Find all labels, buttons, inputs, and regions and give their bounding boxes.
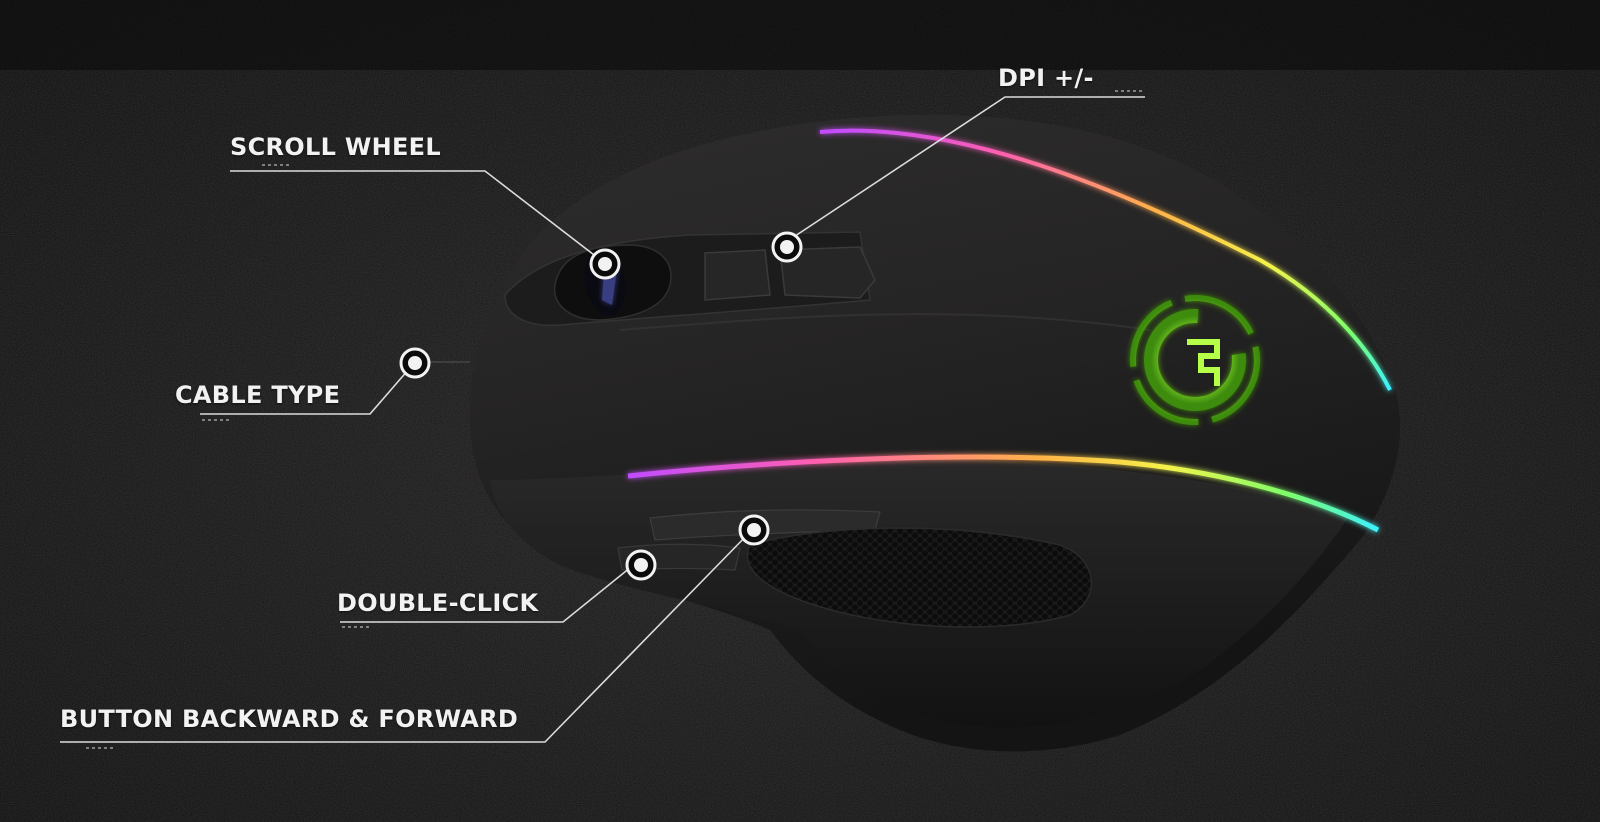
rgb-strip-side bbox=[627, 454, 1380, 533]
dpi-minus-button bbox=[704, 249, 771, 301]
callout-backward-forward: BUTTON BACKWARD & FORWARD bbox=[60, 705, 519, 733]
marker-backward-forward bbox=[738, 514, 770, 546]
leader-backward-forward bbox=[60, 529, 753, 743]
marker-cable-type bbox=[399, 347, 431, 379]
marker-scroll-wheel bbox=[589, 248, 621, 280]
leader-double-click bbox=[340, 562, 637, 623]
callout-scroll-wheel: SCROLL WHEEL bbox=[230, 133, 441, 161]
marker-dpi bbox=[771, 231, 803, 263]
callout-cable-type: CABLE TYPE bbox=[175, 381, 341, 409]
leader-scroll-wheel bbox=[230, 170, 599, 259]
rgb-strip-top bbox=[819, 128, 1392, 391]
leader-dpi bbox=[779, 96, 1145, 247]
callout-dpi: DPI +/- bbox=[998, 64, 1094, 92]
callout-double-click: DOUBLE-CLICK bbox=[337, 589, 539, 617]
callout-markers bbox=[399, 231, 803, 581]
dpi-plus-button bbox=[779, 246, 876, 299]
sport-logo-icon bbox=[1130, 295, 1260, 425]
leader-cable-type bbox=[200, 361, 416, 415]
leader-lines bbox=[60, 96, 1145, 743]
thumb-grip bbox=[746, 527, 1093, 628]
marker-double-click bbox=[625, 549, 657, 581]
